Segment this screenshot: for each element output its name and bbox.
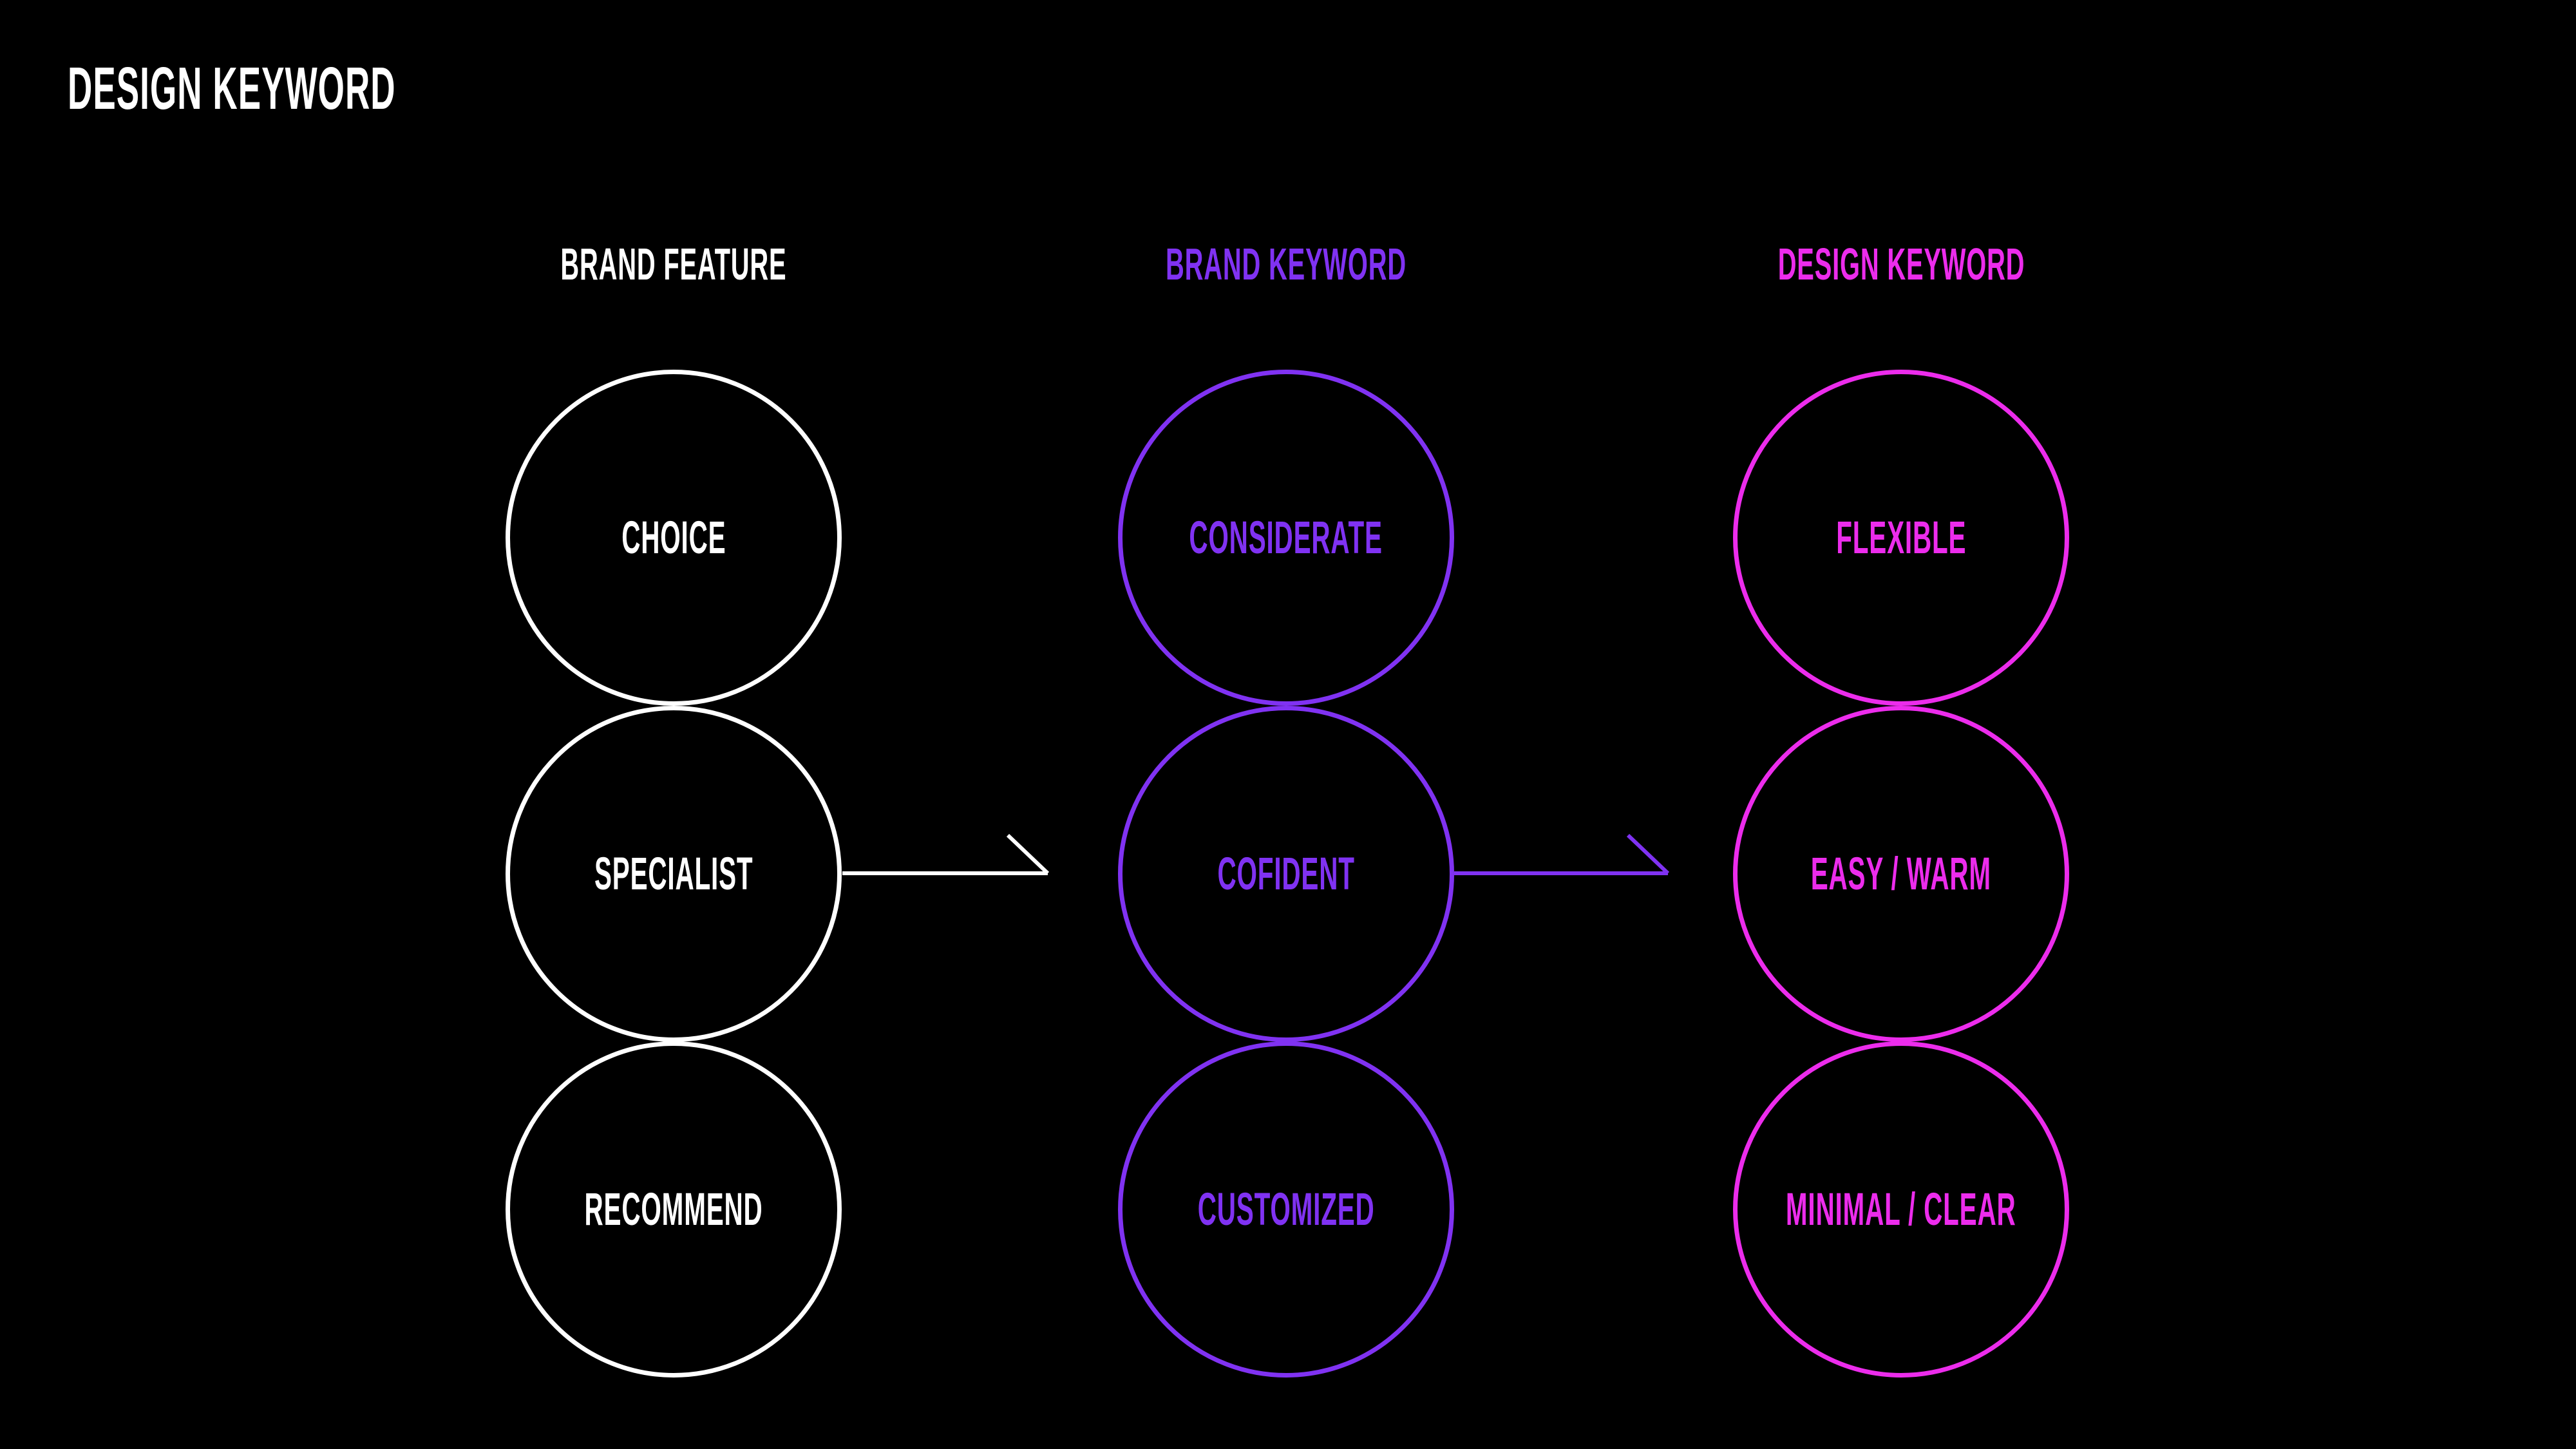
- circle-label: COFIDENT: [1166, 851, 1406, 897]
- page-title-text: DESIGN KEYWORD: [68, 55, 396, 122]
- circle-label: CONSIDERATE: [1116, 515, 1455, 561]
- column-header-design-keyword: DESIGN KEYWORD: [1676, 242, 2126, 287]
- circle-label: CUSTOMIZED: [1131, 1187, 1441, 1233]
- circle-label-text: SPECIALIST: [594, 848, 753, 900]
- circle-label: FLEXIBLE: [1787, 515, 2016, 561]
- page-title: DESIGN KEYWORD: [68, 55, 643, 122]
- column-header-text: BRAND FEATURE: [560, 239, 787, 289]
- column-header-text: BRAND KEYWORD: [1166, 239, 1406, 289]
- circle-recommend: RECOMMEND: [506, 1041, 842, 1378]
- column-header-text: DESIGN KEYWORD: [1777, 239, 2025, 289]
- circle-label: CHOICE: [582, 515, 766, 561]
- circle-choice: CHOICE: [506, 370, 842, 706]
- arrow-cofident-to-easy-warm-icon: [1454, 833, 1670, 875]
- circle-label-text: RECOMMEND: [584, 1184, 763, 1235]
- circle-customized: CUSTOMIZED: [1118, 1041, 1454, 1378]
- circle-considerate: CONSIDERATE: [1118, 370, 1454, 706]
- circle-label-text: CONSIDERATE: [1189, 512, 1383, 564]
- circle-easy-warm: EASY / WARM: [1733, 706, 2069, 1042]
- circle-cofident: COFIDENT: [1118, 706, 1454, 1042]
- circle-label: EASY / WARM: [1743, 851, 2060, 897]
- circle-specialist: SPECIALIST: [506, 706, 842, 1042]
- circle-minimal-clear: MINIMAL / CLEAR: [1733, 1041, 2069, 1378]
- circle-label: MINIMAL / CLEAR: [1699, 1187, 2103, 1233]
- column-header-brand-keyword: BRAND KEYWORD: [1061, 242, 1511, 287]
- circle-label-text: EASY / WARM: [1810, 848, 1992, 900]
- circle-label-text: CUSTOMIZED: [1197, 1184, 1375, 1235]
- circle-label-text: FLEXIBLE: [1835, 512, 1967, 564]
- arrow-specialist-to-cofident-icon: [842, 833, 1050, 875]
- circle-label-text: CHOICE: [621, 512, 726, 564]
- circle-label-text: COFIDENT: [1217, 848, 1355, 900]
- circle-label: SPECIALIST: [535, 851, 813, 897]
- circle-label-text: MINIMAL / CLEAR: [1786, 1184, 2016, 1235]
- column-header-brand-feature: BRAND FEATURE: [448, 242, 899, 287]
- circle-flexible: FLEXIBLE: [1733, 370, 2069, 706]
- circle-label: RECOMMEND: [517, 1187, 830, 1233]
